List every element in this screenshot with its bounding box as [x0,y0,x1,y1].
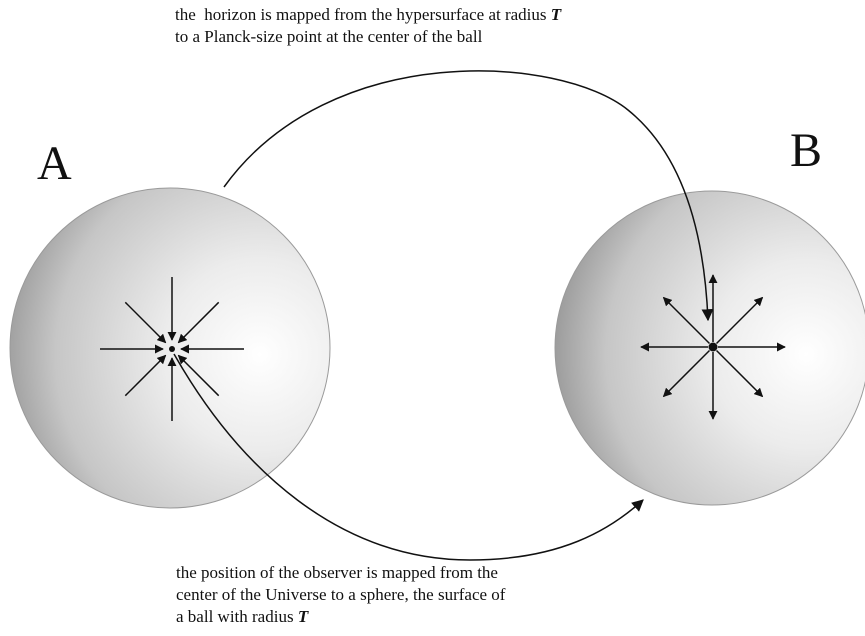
ball-a-label: A [37,137,72,190]
outward-arrow [662,296,711,345]
observer-mapping-curve [173,353,644,561]
outward-arrows-ball-b [640,274,786,420]
radius-variable: T [297,607,309,626]
observer-caption-line-2: center of the Universe to a sphere, the … [176,585,506,604]
center-point-ball-a [169,346,175,352]
center-point-ball-b [708,342,718,352]
outward-arrow [662,349,711,398]
inward-arrow [177,301,220,344]
inward-arrows-ball-a [100,277,244,421]
horizon-caption: the horizon is mapped from the hypersurf… [175,4,561,48]
observer-caption-line-3: a ball with radius [176,607,298,626]
horizon-mapping-curve [223,70,714,322]
observer-caption: the position of the observer is mapped f… [176,562,505,628]
outward-arrow [715,296,764,345]
inward-arrow [124,354,167,397]
inward-arrow [177,354,220,397]
ball-b-label: B [790,124,823,177]
inward-arrow [124,301,167,344]
outward-arrow [715,349,764,398]
horizon-caption-line-2: to a Planck-size point at the center of … [175,27,483,46]
horizon-caption-line-1: the horizon is mapped from the hypersurf… [175,5,551,24]
radius-variable: T [550,5,562,24]
observer-caption-line-1: the position of the observer is mapped f… [176,563,498,582]
